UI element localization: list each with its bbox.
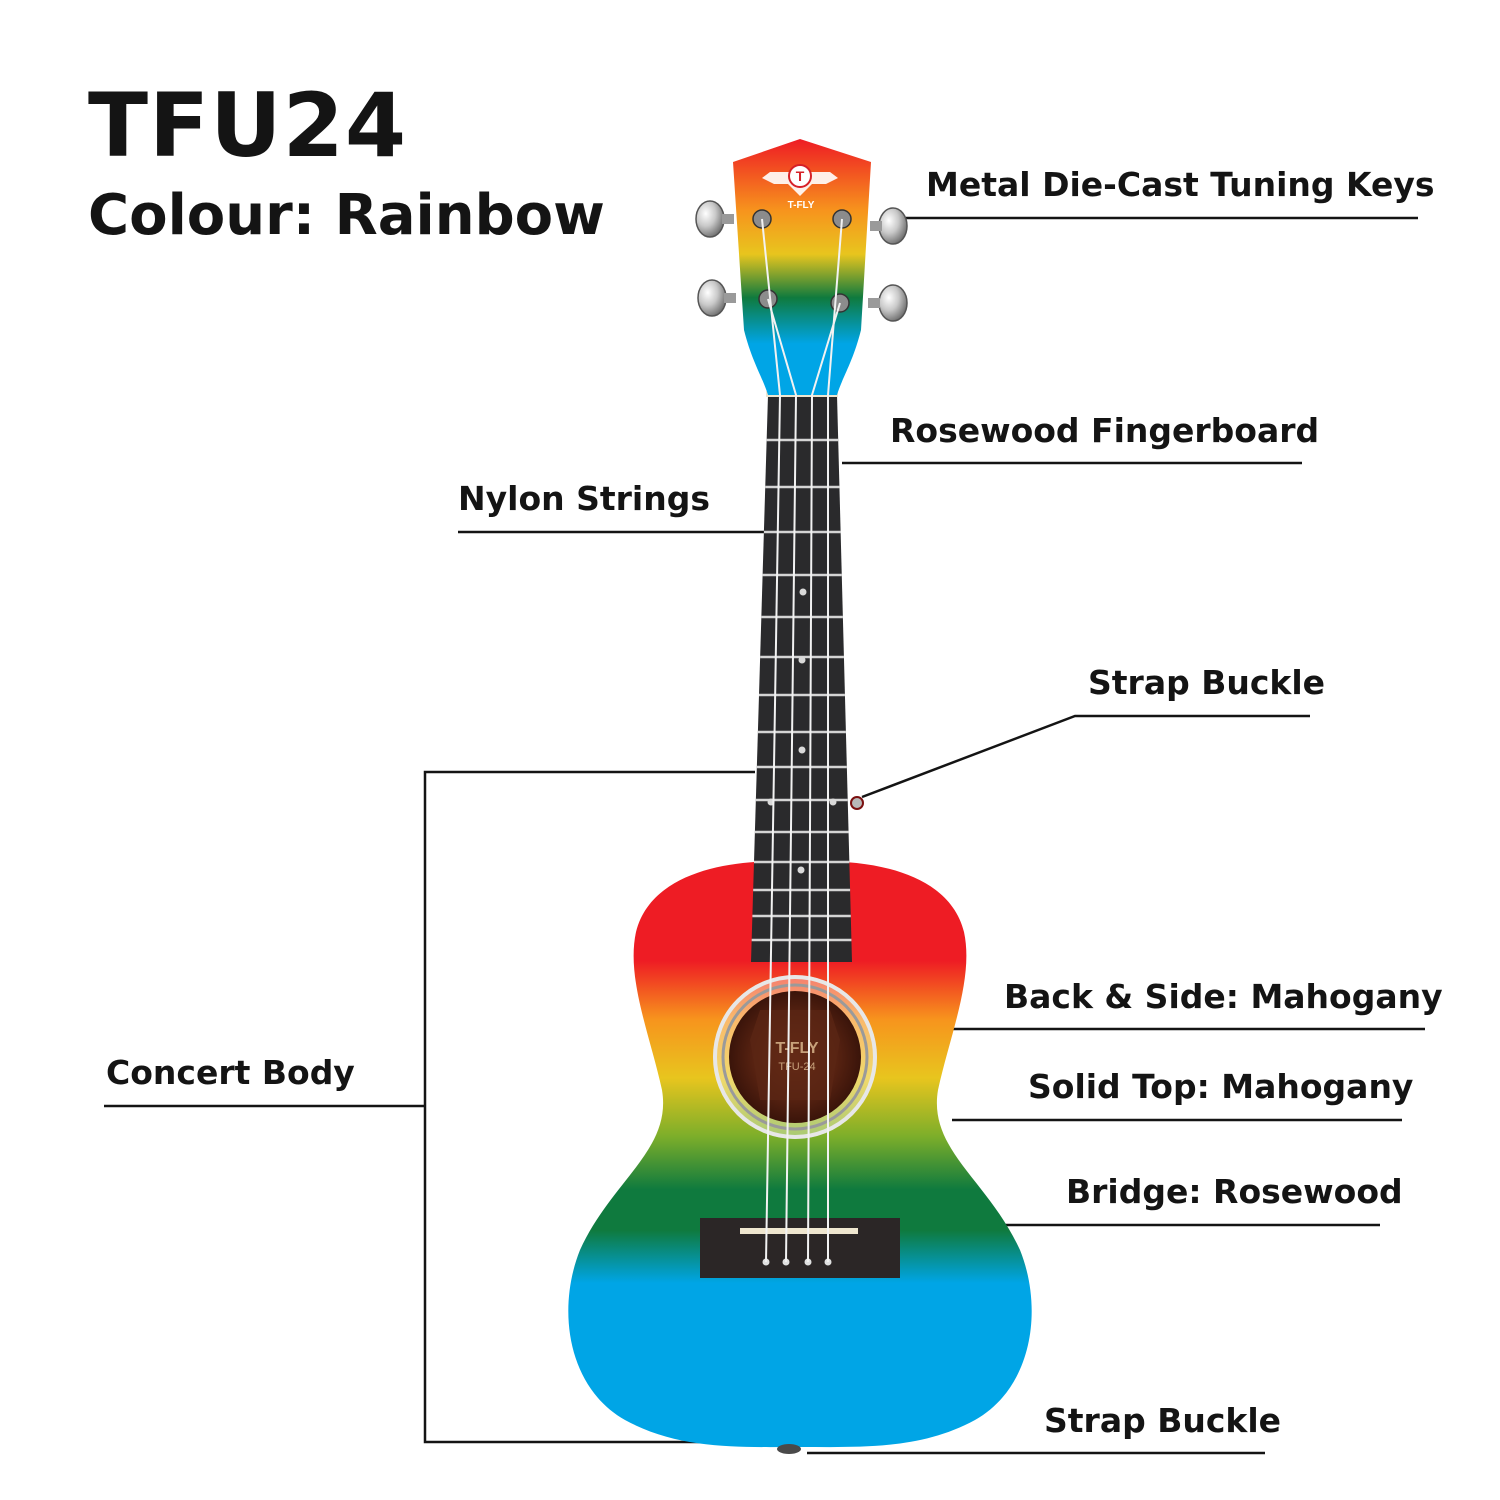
headstock: [733, 139, 871, 395]
tuning-pegs: [695, 200, 908, 322]
leader-lines: [104, 216, 1425, 1455]
leader-strap-buckle-upper: [861, 714, 1310, 799]
tuning-peg-left-upper: [695, 200, 725, 238]
label-strap-buckle-lower: Strap Buckle: [1044, 1401, 1282, 1440]
soundhole-brand: T-FLY: [776, 1040, 819, 1057]
label-fingerboard: Rosewood Fingerboard: [890, 411, 1320, 450]
soundhole-label-plate: [750, 1010, 840, 1100]
label-nylon-strings: Nylon Strings: [458, 479, 710, 518]
strap-buckle-lower-pin: [777, 1444, 801, 1454]
headstock-brand: T-FLY: [788, 200, 815, 211]
soundhole-model: TFU-24: [778, 1061, 815, 1073]
tuning-peg-right-lower: [878, 284, 908, 322]
tuning-peg-right-upper: [878, 207, 908, 245]
label-tuning-keys: Metal Die-Cast Tuning Keys: [926, 165, 1435, 204]
headstock-emblem-letter: T: [796, 168, 805, 184]
colour-subtitle: Colour: Rainbow: [88, 183, 605, 248]
label-strap-buckle-upper: Strap Buckle: [1088, 663, 1326, 702]
label-concert-body: Concert Body: [106, 1053, 355, 1092]
model-title: TFU24: [88, 74, 408, 177]
tuning-peg-left-lower: [697, 279, 727, 317]
label-back-side: Back & Side: Mahogany: [1004, 977, 1443, 1016]
strap-buckle-upper-pin: [850, 796, 864, 810]
strings: [761, 218, 843, 1263]
bridge: [700, 1218, 900, 1278]
sound-hole: T-FLY TFU-24: [713, 975, 877, 1139]
headstock-emblem: T T-FLY: [762, 164, 838, 211]
frets: [751, 438, 852, 942]
label-solid-top: Solid Top: Mahogany: [1028, 1067, 1414, 1106]
fingerboard: [751, 395, 852, 962]
label-bridge: Bridge: Rosewood: [1066, 1172, 1403, 1211]
ukulele-body: [568, 861, 1032, 1448]
